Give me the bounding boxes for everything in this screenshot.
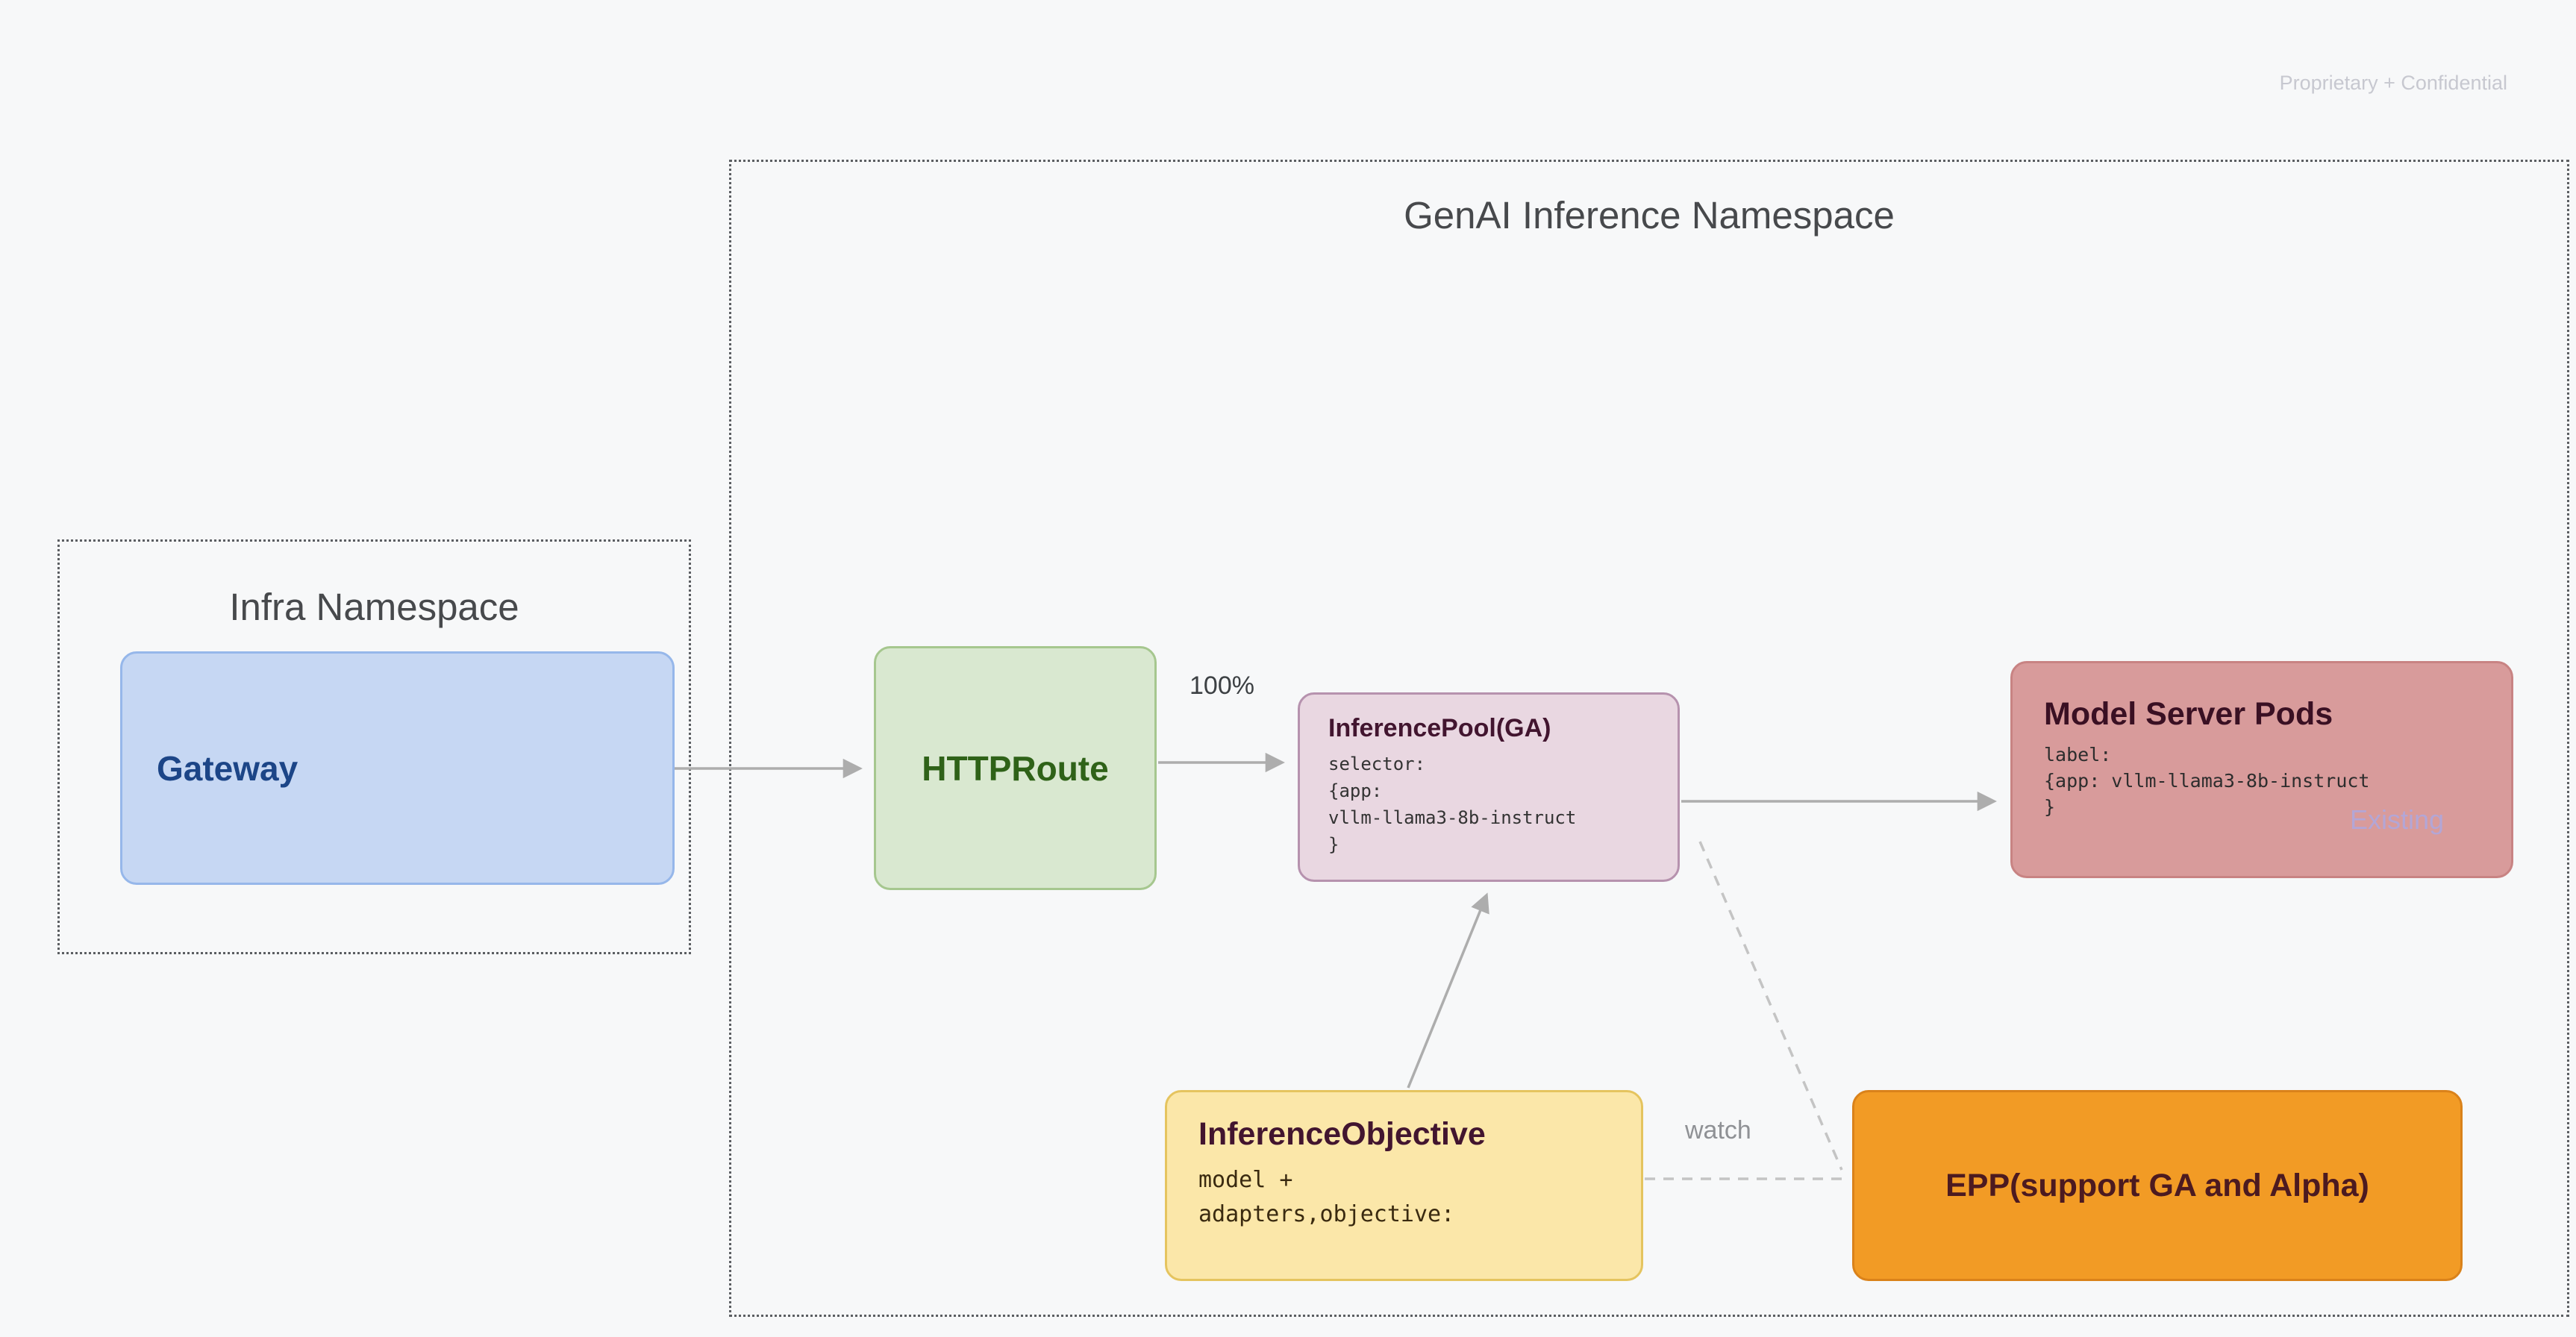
httproute-label: HTTPRoute (922, 748, 1109, 788)
confidential-watermark: Proprietary + Confidential (2279, 72, 2507, 94)
gateway-node: Gateway (120, 651, 675, 885)
inference-pool-selector-code: selector: {app: vllm-llama3-8b-instruct … (1328, 754, 1577, 855)
model-server-pods-node: Model Server Pods label: {app: vllm-llam… (2010, 661, 2513, 878)
gateway-label: Gateway (157, 748, 298, 788)
inference-pool-title: InferencePool(GA) (1328, 714, 1551, 742)
epp-node: EPP(support GA and Alpha) (1852, 1090, 2463, 1281)
inference-objective-code: model + adapters,objective: (1198, 1167, 1455, 1227)
infra-namespace-title: Infra Namespace (229, 586, 519, 628)
inference-pool-node: InferencePool(GA) selector: {app: vllm-l… (1298, 692, 1680, 882)
existing-status-label: Existing (2349, 804, 2444, 835)
epp-label: EPP(support GA and Alpha) (1945, 1167, 2369, 1203)
httproute-node: HTTPRoute (874, 646, 1157, 890)
genai-namespace-title: GenAI Inference Namespace (1404, 194, 1895, 237)
infra-namespace-box: Infra Namespace (57, 539, 691, 954)
edge-label-watch: watch (1685, 1116, 1751, 1145)
model-server-pods-title: Model Server Pods (2044, 696, 2333, 732)
inference-objective-node: InferenceObjective model + adapters,obje… (1165, 1090, 1643, 1281)
genai-inference-namespace-box: GenAI Inference Namespace (729, 160, 2569, 1317)
inference-objective-title: InferenceObjective (1198, 1116, 1486, 1152)
model-server-pods-label-code: label: {app: vllm-llama3-8b-instruct } (2044, 744, 2370, 818)
edge-label-100-percent: 100% (1189, 671, 1254, 700)
